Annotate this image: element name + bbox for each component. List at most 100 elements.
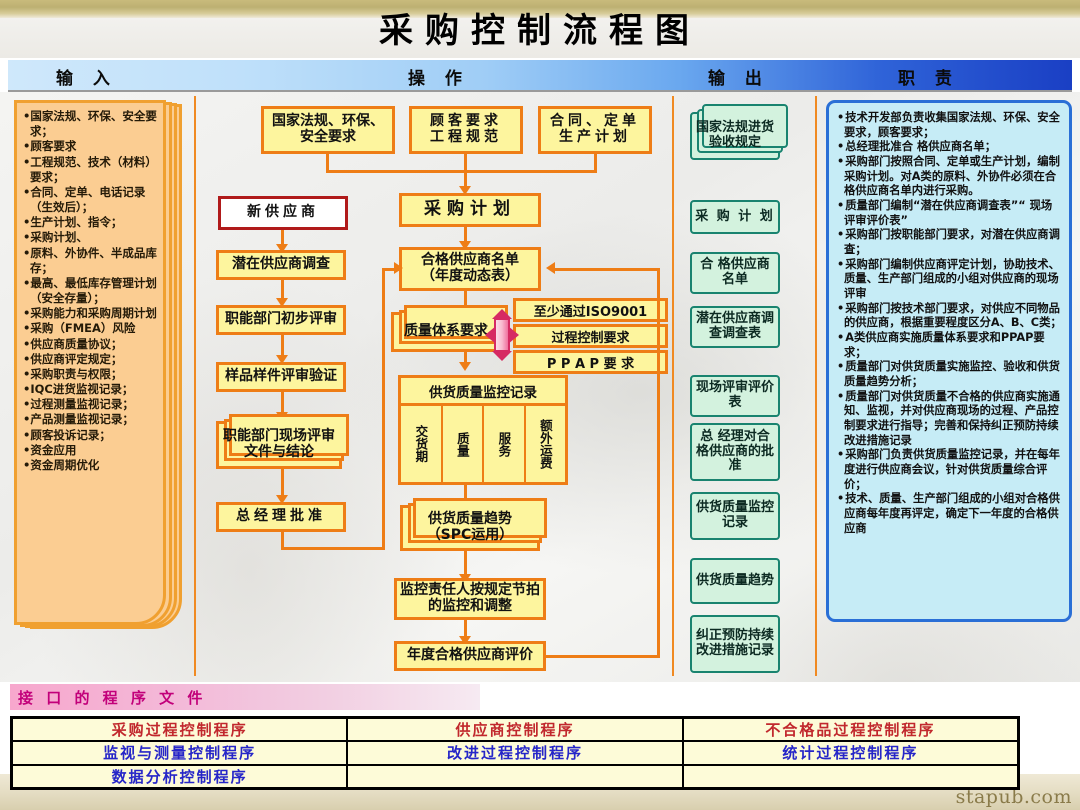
column-label-input: 输 入	[56, 69, 117, 89]
input-item: 顾客要求	[23, 139, 158, 154]
conn-v-chain2	[281, 335, 284, 357]
out-box-potential-survey-form[interactable]: 潜在供应商调查调查表	[690, 306, 780, 348]
out-box-quality-trend[interactable]: 供货质量趋势	[690, 558, 780, 604]
responsibility-item: A类供应商实施质量体系要求和PPAP要求；	[837, 331, 1062, 360]
responsibility-item: 采购部门按照合同、定单或生产计划，编制采购计划。对A类的原料、外协件必须在合格供…	[837, 155, 1062, 199]
input-panel: 国家法规、环保、安全要求；顾客要求工程规范、技术（材料）要求；合同、定单、电话记…	[14, 100, 166, 625]
op-box-gm-approval[interactable]: 总经理批准	[216, 502, 346, 532]
out-box-purchase-plan[interactable]: 采 购 计 划	[690, 200, 780, 234]
arrow-annual-into-list	[546, 262, 555, 274]
conn-v-adjust-to-annual	[464, 620, 467, 638]
interface-procedure-cell[interactable]: 监视与测量控制程序	[13, 742, 349, 764]
input-item: 供应商评定规定；	[23, 352, 158, 367]
input-item: 过程测量监视记录；	[23, 397, 158, 412]
conn-v-plan-to-list	[464, 227, 467, 244]
interface-procedure-cell[interactable]: 改进过程控制程序	[348, 742, 684, 764]
top-gold-strip	[0, 0, 1080, 18]
responsibility-panel: 技术开发部负责收集国家法规、环保、安全要求，顾客要求；总经理批准合 格供应商名单…	[826, 100, 1072, 622]
out-box-corrective-actions[interactable]: 纠正预防持续改进措施记录	[690, 615, 780, 673]
arrow-qs-to-qmt	[459, 362, 471, 371]
interface-procedures-table: 采购过程控制程序供应商控制程序 不合格品过程控制程序监视与测量控制程序改进过程控制…	[10, 716, 1020, 790]
interface-empty-cell	[348, 765, 684, 787]
column-label-operation: 操 作	[408, 69, 469, 89]
qmt-row: 交货期 质量 服务 额外运费	[401, 406, 565, 482]
interface-procedure-cell[interactable]: 供应商控制程序	[348, 719, 684, 741]
op-box-purchase-plan[interactable]: 采购计划	[399, 193, 541, 227]
responsibility-item: 采购部门负责供货质量监控记录，并在每年度进行供应商会议，针对供货质量综合评价；	[837, 448, 1062, 492]
responsibility-item: 质量部门对供货质量实施监控、验收和供货质量趋势分析；	[837, 360, 1062, 389]
op-box-sample-review[interactable]: 样品样件评审验证	[216, 362, 346, 392]
interface-procedure-cell[interactable]: 数据分析控制程序	[13, 765, 349, 787]
op-box-onsite-review-docs[interactable]: 职能部门现场评审文件与结论	[216, 414, 349, 469]
op-box-new-supplier[interactable]: 新供应商	[218, 196, 348, 230]
interface-procedure-cell[interactable]: 不合格品过程控制程序	[765, 721, 936, 740]
column-label-responsibility: 职 责	[898, 69, 959, 89]
responsibility-item: 采购部门按技术部门要求，对供应不同物品的供应商，根据重要程度区分A、B、C类；	[837, 302, 1062, 331]
op-box-customer-requirements[interactable]: 顾客要求 工程规范	[409, 106, 523, 154]
burst-wing-bottom	[492, 351, 512, 361]
interface-procedure-cell[interactable]: 统计过程控制程序	[782, 744, 919, 763]
op-box-annual-supplier-eval[interactable]: 年度合格供应商评价	[394, 641, 546, 671]
input-item: 采购计划、	[23, 230, 158, 245]
arrow-to-purchase-plan	[459, 186, 471, 195]
iso-requirements-group: 至少通过ISO9001 过程控制要求 P P A P 要 求	[513, 298, 668, 374]
interface-row: 数据分析控制程序	[13, 765, 1017, 787]
interface-procedure-cell[interactable]: 采购过程控制程序	[13, 719, 349, 741]
iso-row-ppap[interactable]: P P A P 要 求	[513, 350, 668, 374]
responsibility-item: 质量部门对供货质量不合格的供应商实施通知、监视，并对供应商现场的过程、产品控制要…	[837, 390, 1062, 449]
out-box-onsite-eval-form[interactable]: 现场评审评价表	[690, 375, 780, 417]
input-item: 国家法规、环保、安全要求；	[23, 109, 158, 139]
divider-input-operation	[194, 96, 196, 676]
interface-row: 采购过程控制程序供应商控制程序 不合格品过程控制程序	[13, 719, 1017, 743]
input-item: 供应商质量协议；	[23, 337, 158, 352]
conn-v-gm-up	[382, 268, 385, 550]
divider-operation-output	[672, 96, 674, 676]
responsibility-item: 总经理批准合 格供应商名单；	[837, 140, 1062, 155]
input-item: 资金应用	[23, 443, 158, 458]
interface-empty-cell	[684, 766, 1017, 787]
out-box-gm-approval[interactable]: 总 经理对合格供应商的批准	[690, 423, 780, 481]
arrow-gm-into-list	[394, 262, 403, 274]
out-box-qualified-list[interactable]: 合 格供应商名单	[690, 252, 780, 294]
conn-v-cust	[464, 154, 467, 170]
op-box-quality-trend[interactable]: 供货质量趋势 （SPC运用）	[400, 498, 547, 551]
input-item: 产品测量监视记录；	[23, 412, 158, 427]
op-box-dept-initial-review[interactable]: 职能部门初步评审	[216, 305, 346, 335]
iso-row-iso9001[interactable]: 至少通过ISO9001	[513, 298, 668, 322]
conn-v-newsupplier	[281, 230, 284, 246]
responsibility-item: 技术开发部负责收集国家法规、环保、安全要求，顾客要求；	[837, 111, 1062, 140]
conn-v-to-plan	[464, 170, 467, 188]
op-box-potential-supplier-survey[interactable]: 潜在供应商调查	[216, 250, 346, 280]
input-item: 顾客投诉记录；	[23, 428, 158, 443]
op-box-contract-order[interactable]: 合同、定单 生产计划	[538, 106, 652, 154]
conn-v-annual-up	[657, 268, 660, 657]
input-item: 资金周期优化	[23, 458, 158, 473]
arrow-adjust-to-annual	[459, 636, 471, 645]
input-item: 最高、最低库存管理计划（安全存量）；	[23, 276, 158, 306]
responsibility-item: 采购部门编制供应商评定计划，协助技术、质量、生产部门组成的小组对供应商的现场评审	[837, 258, 1062, 302]
iso-row-process-control[interactable]: 过程控制要求	[513, 324, 668, 348]
responsibility-item: 技术、质量、生产部门组成的小组对合格供应商每年度再评定，确定下一年度的合格供应商	[837, 492, 1062, 536]
conn-v-contract	[594, 154, 597, 170]
out-box-acceptance-rules[interactable]: 国家法规进货验收规定	[690, 104, 788, 160]
op-box-national-regulations[interactable]: 国家法规、环保、安全要求	[261, 106, 395, 154]
burst-wing-left	[485, 326, 496, 344]
conn-h-annual-right	[546, 655, 660, 658]
page-title: 采购控制流程图	[379, 11, 701, 51]
out-box-quality-monitor-record[interactable]: 供货质量监控记录	[690, 492, 780, 540]
op-box-monitor-adjust[interactable]: 监控责任人按规定节拍的监控和调整	[394, 578, 546, 620]
arrow-chain1	[276, 298, 288, 307]
conn-v-chain1	[281, 280, 284, 300]
arrow-to-qualified-list	[459, 241, 471, 250]
conn-h-gm-right	[281, 547, 385, 550]
conn-v-chain3	[281, 392, 284, 414]
burst-wing-right	[508, 326, 519, 344]
op-box-qualified-supplier-list[interactable]: 合格供应商名单 （年度动态表）	[399, 247, 541, 291]
op-table-quality-monitoring-record[interactable]: 供货质量监控记录 交货期 质量 服务 额外运费	[398, 375, 568, 485]
interface-section-title: 接 口 的 程 序 文 件	[10, 684, 480, 710]
qmt-cell-service: 服务	[484, 406, 526, 482]
conn-v-qmt-to-trend	[464, 485, 467, 502]
watermark: stapub.com	[955, 786, 1072, 808]
arrow-chain2	[276, 355, 288, 364]
